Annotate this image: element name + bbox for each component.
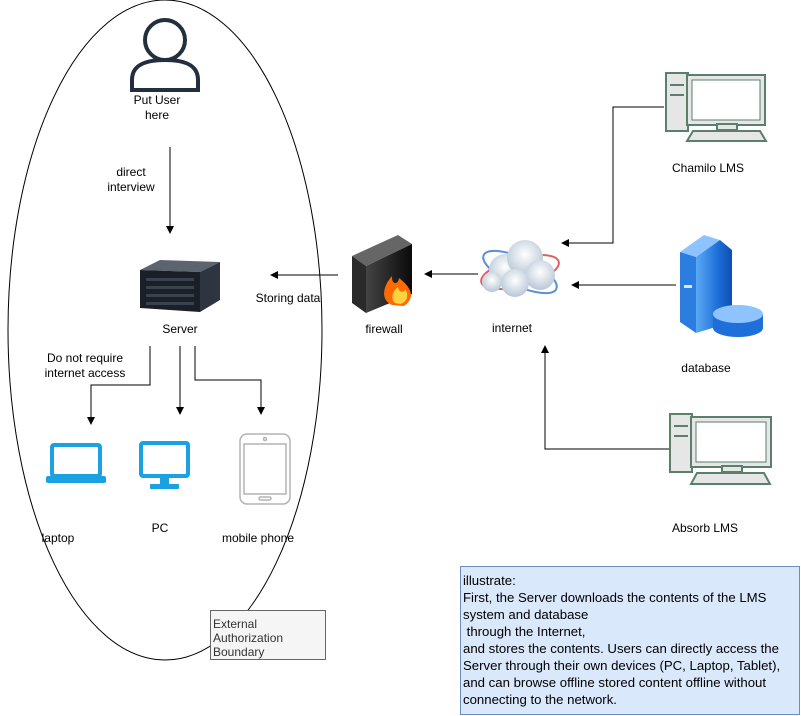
edge-server-to-laptop [87,346,151,425]
boundary-line2: Authorization [213,631,284,645]
note-line: illustrate: [463,573,516,588]
edge-absorb-to-internet [541,345,669,450]
server-icon [140,260,220,312]
note-line: system and database [463,607,589,622]
laptop-label: laptop [41,531,75,545]
connectors [87,106,676,450]
laptop-icon [46,443,106,483]
boundary-line3: Boundary [213,645,265,659]
boundary-line1: External [213,617,258,631]
user-label: Put User here [120,93,194,123]
edge-label-noreq-line2: internet access [44,366,126,380]
monitor-icon [139,441,190,489]
internet-label: internet [491,321,533,335]
edge-chamilo-to-internet [561,106,664,247]
edge-label-no-internet: Do not require internet access [38,351,132,381]
note-line: and stores the contents. Users can direc… [463,641,779,656]
firewall-icon [352,235,412,313]
note-line: Server through their own devices (PC, La… [463,658,781,673]
user-label-line2: here [144,108,170,122]
edge-label-direct-line1: direct [116,165,146,179]
note-line: through the Internet, [463,624,586,639]
firewall-label: firewall [365,322,403,336]
authorization-boundary-ellipse [7,0,323,661]
mobile-phone-icon [239,433,291,505]
note-line: and can browse offline stored content of… [463,675,767,690]
edge-label-noreq-line1: Do not require [46,351,124,365]
edge-server-to-mobile [194,346,265,415]
database-server-icon [680,235,763,337]
note-line: connecting to the network. [463,692,617,707]
absorb-computer-icon [669,413,772,485]
illustration-note: illustrate: First, the Server downloads … [460,566,800,715]
mobile-label: mobile phone [221,531,295,545]
cloud-icon [480,240,560,297]
edge-label-direct-interview: direct interview [96,165,166,195]
user-label-line1: Put User [133,93,181,107]
chamilo-computer-icon [665,72,768,142]
server-label: Server [162,322,198,336]
user-icon [130,18,200,92]
edge-label-storing-data: Storing data [255,291,321,305]
edge-label-direct-line2: interview [107,180,155,194]
database-label: database [681,361,731,375]
absorb-label: Absorb LMS [671,521,739,535]
boundary-label-box: External Authorization Boundary [210,610,326,660]
note-line: First, the Server downloads the contents… [463,590,767,605]
chamilo-label: Chamilo LMS [671,161,745,175]
pc-label: PC [151,521,169,535]
